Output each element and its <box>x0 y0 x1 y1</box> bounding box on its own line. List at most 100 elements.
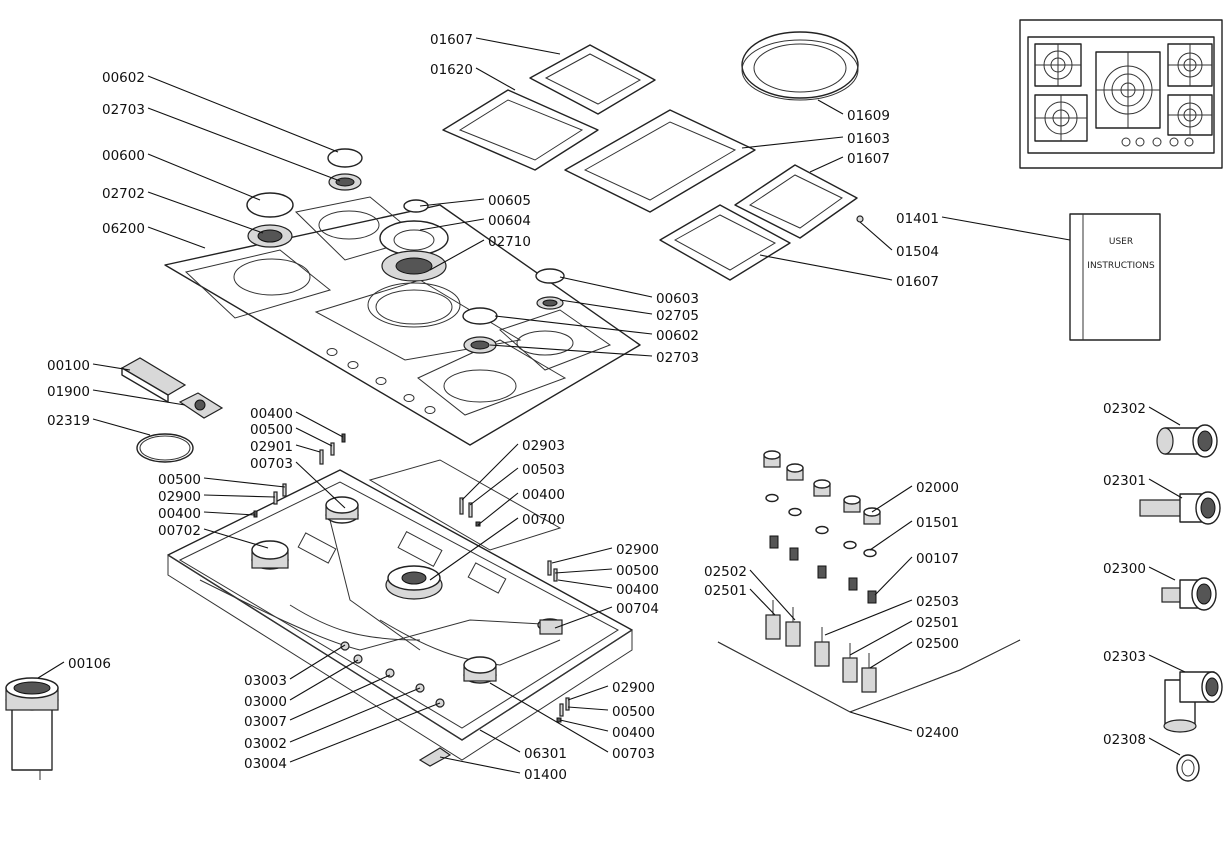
callout-leader-02302 <box>1148 406 1181 426</box>
connector-02300 <box>1161 577 1217 611</box>
callout-leader-01607 <box>759 254 893 281</box>
callout-leader-00605 <box>419 198 485 207</box>
part-number-label: 02705 <box>656 308 699 324</box>
callout-leader-02901 <box>295 444 321 453</box>
callout-leader-02502 <box>749 569 796 621</box>
part-number-label: 02500 <box>916 636 959 652</box>
callout-leader-00500 <box>203 477 286 488</box>
callout-leader-03000 <box>289 659 359 701</box>
part-number-label: 00702 <box>158 523 201 539</box>
part-number-label: 06301 <box>524 746 567 762</box>
part-number-label: 01607 <box>847 151 890 167</box>
part-number-label: 02903 <box>522 438 565 454</box>
booklet-title-line2: INSTRUCTIONS <box>1087 261 1155 271</box>
part-number-label: 02300 <box>1103 561 1146 577</box>
callout-leader-02000 <box>871 485 913 513</box>
part-number-label: 00600 <box>102 148 145 164</box>
part-number-label: 02503 <box>916 594 959 610</box>
part-number-label: 00703 <box>250 456 293 472</box>
callout-leader-02308 <box>1148 737 1181 756</box>
part-number-label: 01401 <box>896 211 939 227</box>
part-number-label: 02502 <box>704 564 747 580</box>
part-number-label: 02400 <box>916 725 959 741</box>
callout-leader-00603 <box>559 276 653 298</box>
part-number-label: 02000 <box>916 480 959 496</box>
part-number-label: 03007 <box>244 714 287 730</box>
callout-leader-01603 <box>741 136 844 149</box>
callout-leader-06301 <box>479 729 521 753</box>
knobs-and-valves <box>717 450 1021 713</box>
part-number-label: 06200 <box>102 221 145 237</box>
part-number-label: 01620 <box>430 62 473 78</box>
callout-leader-01504 <box>859 221 893 251</box>
part-number-label: 02319 <box>47 413 90 429</box>
callout-leader-00602 <box>147 75 339 153</box>
part-number-label: 00400 <box>616 582 659 598</box>
callout-leader-02503 <box>824 599 913 636</box>
callout-leader-01607 <box>475 37 561 55</box>
part-number-label: 01900 <box>47 384 90 400</box>
callout-leader-00704 <box>554 606 613 629</box>
callout-leader-06200 <box>147 226 206 249</box>
part-number-label: 03002 <box>244 736 287 752</box>
callout-leader-02501 <box>849 620 913 656</box>
user-instructions-booklet: USER INSTRUCTIONS <box>1069 213 1161 341</box>
callout-leader-00400 <box>295 411 344 438</box>
callout-leader-02900 <box>567 685 609 701</box>
callout-leader-00400 <box>559 719 609 732</box>
callout-leader-01400 <box>439 756 521 774</box>
callout-leader-00107 <box>874 556 913 596</box>
electrical-parts <box>120 357 224 463</box>
callout-leader-02301 <box>1148 478 1183 499</box>
bottom-casing <box>167 433 633 767</box>
part-number-label: 00400 <box>250 406 293 422</box>
callout-leader-01620 <box>475 67 516 91</box>
callout-leader-00602 <box>494 315 653 335</box>
callout-leader-02705 <box>559 299 653 315</box>
part-number-label: 00500 <box>250 422 293 438</box>
part-number-label: 01607 <box>430 32 473 48</box>
part-number-label: 00604 <box>488 213 531 229</box>
booklet-title-line1: USER <box>1109 237 1133 247</box>
part-number-label: 02303 <box>1103 649 1146 665</box>
part-number-label: 00503 <box>522 462 565 478</box>
callout-leader-00600 <box>147 153 261 201</box>
part-number-label: 02900 <box>158 489 201 505</box>
part-number-label: 01603 <box>847 131 890 147</box>
callout-leader-00500 <box>567 706 609 711</box>
part-number-label: 00100 <box>47 358 90 374</box>
callout-leader-02500 <box>869 641 913 669</box>
callout-leader-01609 <box>817 99 844 115</box>
callout-leader-02710 <box>429 239 485 271</box>
part-number-label: 02703 <box>102 102 145 118</box>
part-number-label: 00500 <box>158 472 201 488</box>
callout-leader-02703 <box>489 344 653 357</box>
part-number-label: 02302 <box>1103 401 1146 417</box>
part-number-label: 01501 <box>916 515 959 531</box>
callout-leader-00500 <box>554 568 613 574</box>
part-number-label: 00500 <box>612 704 655 720</box>
callout-leader-02303 <box>1148 654 1186 673</box>
part-number-label: 00602 <box>102 70 145 86</box>
callout-leader-00700 <box>429 517 519 581</box>
callout-leader-00503 <box>469 467 519 506</box>
part-number-label: 03003 <box>244 673 287 689</box>
part-number-label: 00106 <box>68 656 111 672</box>
part-number-label: 02301 <box>1103 473 1146 489</box>
part-number-label: 00400 <box>522 487 565 503</box>
callout-leader-02900 <box>551 547 613 564</box>
callout-leader-00703 <box>489 682 609 753</box>
part-number-label: 00400 <box>612 725 655 741</box>
callout-leader-01401 <box>941 216 1071 241</box>
washer-02308 <box>1176 754 1200 782</box>
part-callouts: 0160701620006020270300600027020620000605… <box>37 32 1186 783</box>
callout-leader-02702 <box>147 191 264 234</box>
hob-thumbnail <box>1019 19 1223 169</box>
part-number-label: 00700 <box>522 512 565 528</box>
callout-leader-02501 <box>749 588 776 616</box>
part-number-label: 02900 <box>612 680 655 696</box>
callout-leader-02300 <box>1148 566 1176 581</box>
callout-leader-02703 <box>147 107 341 182</box>
callout-leader-00604 <box>419 218 485 231</box>
